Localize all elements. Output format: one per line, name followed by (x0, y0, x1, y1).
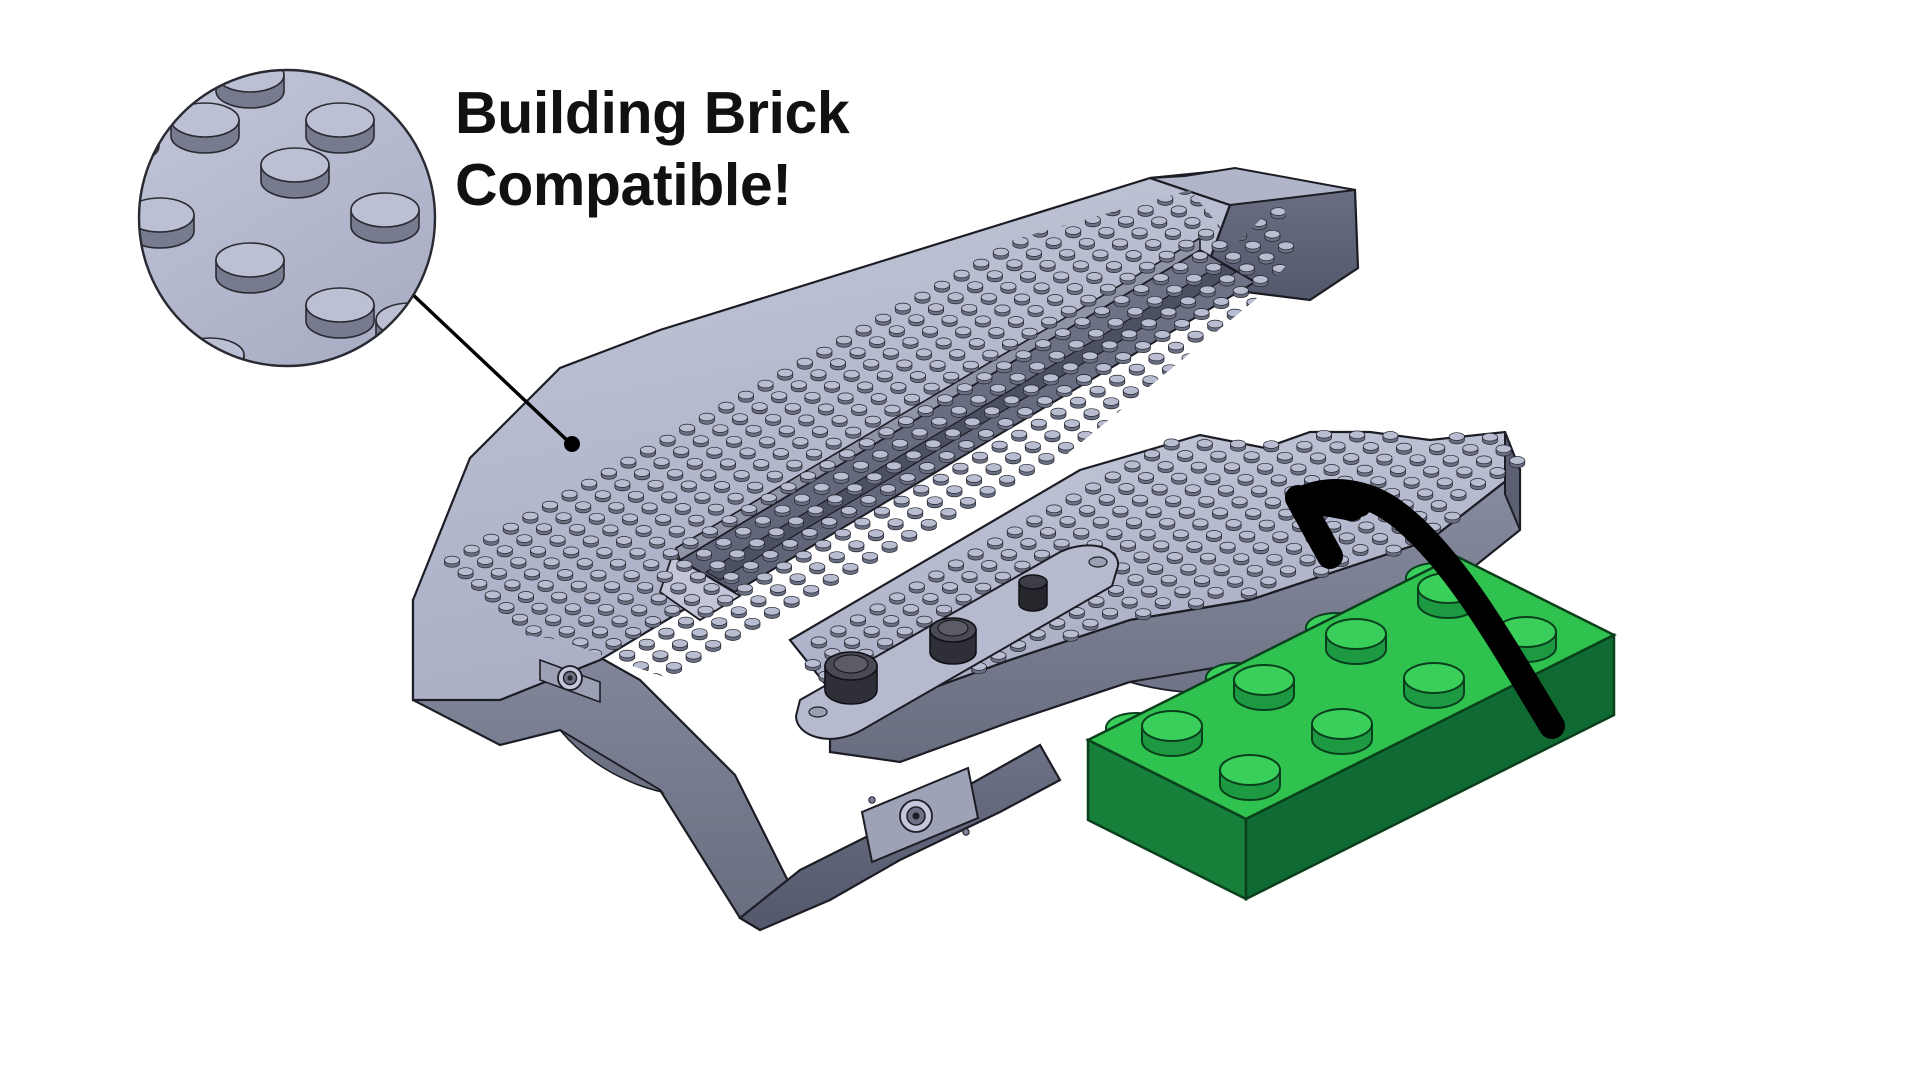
chassis-left-underside-curve (559, 729, 665, 794)
curved-pointer-arrow (1285, 479, 1565, 739)
jack-left-side[interactable] (539, 658, 601, 704)
headline-line-2: Compatible! (455, 151, 792, 218)
page-title: Building Brick Compatible! (455, 78, 1015, 222)
callout-leader (408, 290, 580, 452)
chassis-upper-right-tail-top (1149, 166, 1356, 207)
chassis-body (411, 166, 1526, 932)
callout-leader-endpoint-dot (564, 436, 580, 452)
knob-mid[interactable] (929, 617, 977, 665)
headline-line-1: Building Brick (455, 80, 850, 146)
jack-front-plate[interactable] (860, 766, 980, 864)
knob-large-left[interactable] (824, 651, 878, 705)
knob-small-right[interactable] (1018, 574, 1048, 612)
magnified-stud-detail (137, 68, 437, 368)
